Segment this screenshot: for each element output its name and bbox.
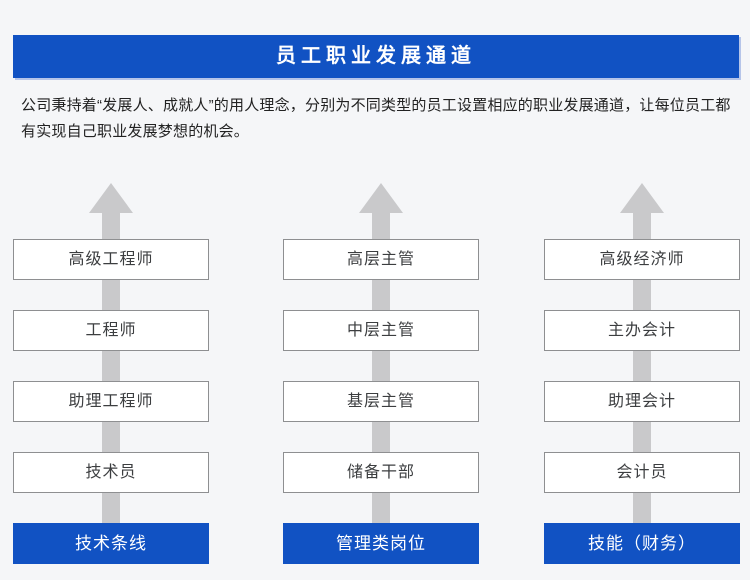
career-ladders: 高级工程师 工程师 助理工程师 技术员 技术条线 高层主管 中层主管 基层主管 … [0,183,750,580]
page-title: 员工职业发展通道 [13,35,739,78]
category-label-management: 管理类岗位 [283,523,479,564]
level-box-senior-economist: 高级经济师 [544,239,740,280]
level-box-chief-accountant: 主办会计 [544,310,740,351]
up-arrow-icon [620,183,664,213]
level-box-engineer: 工程师 [13,310,209,351]
level-box-mid-supervisor: 中层主管 [283,310,479,351]
level-box-reserve-cadre: 储备干部 [283,452,479,493]
level-box-top-supervisor: 高层主管 [283,239,479,280]
up-arrow-icon [89,183,133,213]
up-arrow-shaft [102,213,120,523]
up-arrow-shaft [372,213,390,523]
level-box-assistant-engineer: 助理工程师 [13,381,209,422]
category-label-technical: 技术条线 [13,523,209,564]
level-box-senior-engineer: 高级工程师 [13,239,209,280]
category-label-finance-skill: 技能（财务） [544,523,740,564]
ladder-column-technical: 高级工程师 工程师 助理工程师 技术员 技术条线 [13,183,209,564]
ladder-column-finance-skill: 高级经济师 主办会计 助理会计 会计员 技能（财务） [544,183,740,564]
level-box-accounting-clerk: 会计员 [544,452,740,493]
level-box-junior-supervisor: 基层主管 [283,381,479,422]
up-arrow-icon [359,183,403,213]
up-arrow-shaft [633,213,651,523]
intro-text: 公司秉持着“发展人、成就人”的用人理念，分别为不同类型的员工设置相应的职业发展通… [21,97,731,140]
level-box-assistant-accountant: 助理会计 [544,381,740,422]
level-box-technician: 技术员 [13,452,209,493]
ladder-column-management: 高层主管 中层主管 基层主管 储备干部 管理类岗位 [283,183,479,564]
